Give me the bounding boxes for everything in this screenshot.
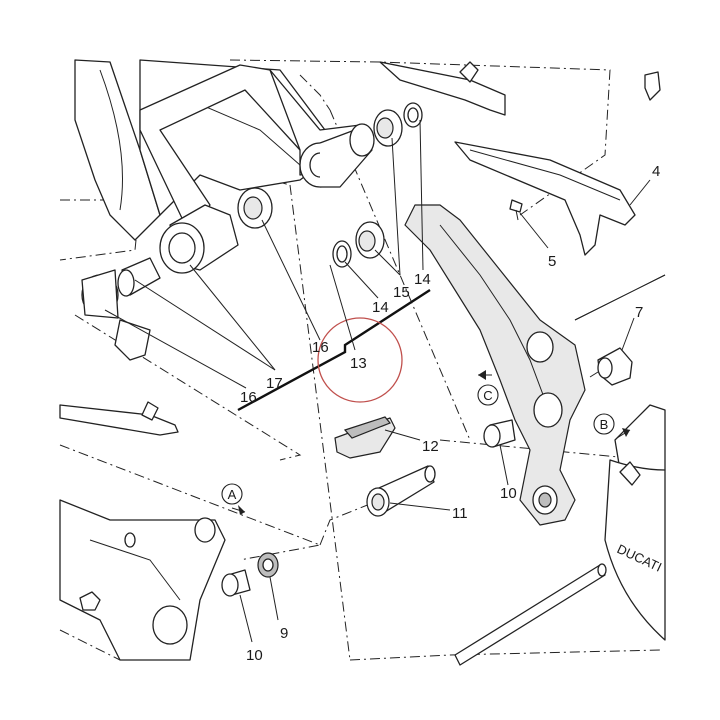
ref-b-label: B [600,417,609,432]
callout-16-upper: 16 [312,339,329,356]
ref-a-label: A [228,487,237,502]
callout-16-lower: 16 [240,389,257,406]
threaded-rod [574,274,666,386]
callout-7: 7 [635,304,643,321]
callout-12: 12 [422,438,439,455]
bushing-10-lower [221,569,251,597]
callout-5: 5 [548,253,556,270]
callout-4: 4 [652,163,660,180]
right-side-components: DUCATI [604,404,666,641]
callout-13: 13 [350,355,367,372]
lower-left-bracket [59,319,226,661]
chain-guard [454,141,636,256]
top-right-fragment [644,71,661,101]
ref-c[interactable]: C [477,370,499,406]
long-tube [454,563,607,666]
cover-12 [334,416,396,459]
ref-b[interactable]: B [593,413,631,439]
callout-9: 9 [280,625,288,642]
left-bar [59,401,179,436]
ref-c-label: C [483,388,492,403]
footpeg-bracket [404,204,586,526]
ref-a[interactable]: A [221,483,246,515]
group-bracket [237,288,431,412]
callout-14-right: 14 [414,271,431,288]
leader-lines [104,119,651,643]
callout-10-right: 10 [500,485,517,502]
callout-10-lower: 10 [246,647,263,664]
callout-11: 11 [452,505,468,522]
lever-arm [139,64,375,274]
top-guard [379,61,506,116]
seal-9 [257,552,279,578]
bushing-11 [366,465,436,517]
bushing-10-right [483,419,516,448]
callout-14-left: 14 [372,299,389,316]
bearing-set [81,102,423,319]
highlight-circle [317,317,403,403]
callout-17: 17 [266,375,283,392]
callout-labels: 4 5 7 9 10 10 11 12 13 14 14 15 16 16 17 [240,163,660,664]
callout-15: 15 [393,284,410,301]
